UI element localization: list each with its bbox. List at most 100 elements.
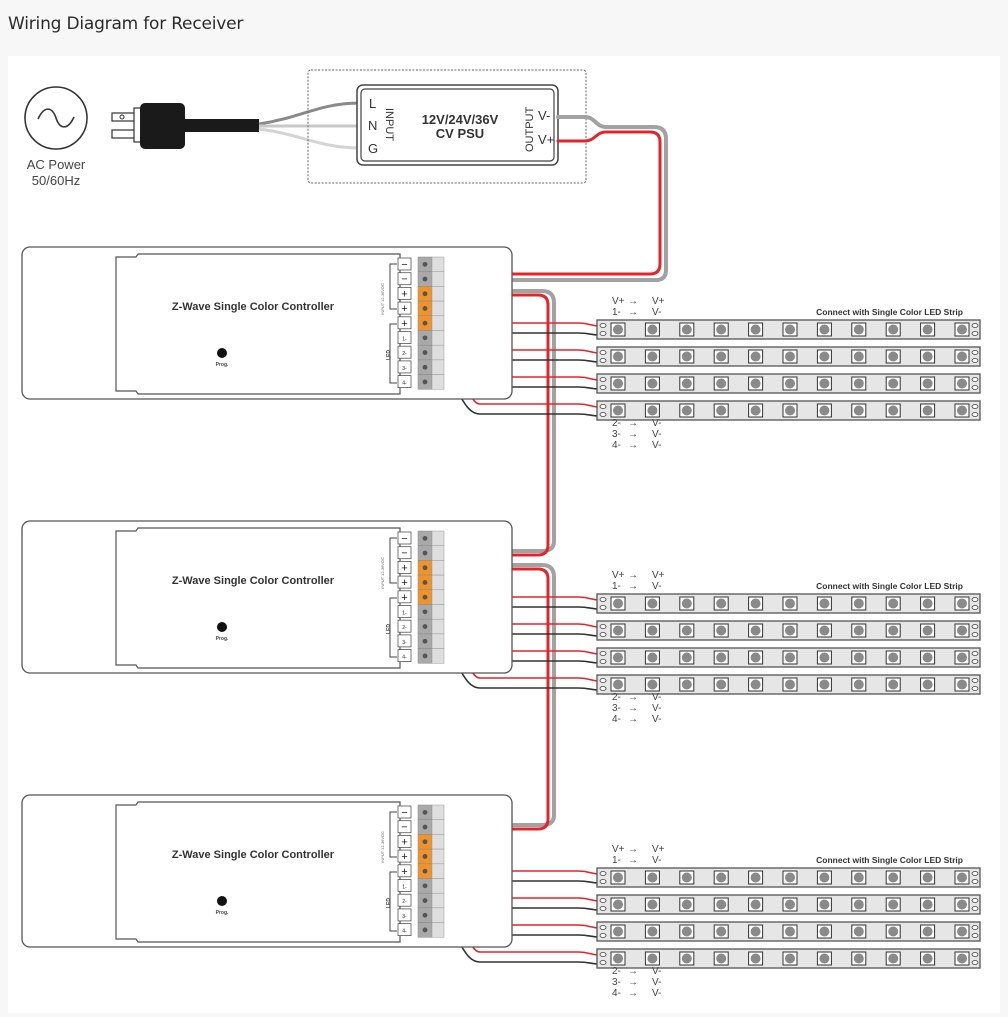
terminal-label-box bbox=[397, 649, 412, 662]
input-group-label: INPUT 12-36VDC bbox=[380, 283, 385, 315]
led-strip bbox=[596, 948, 981, 969]
terminal-screw-icon bbox=[422, 653, 428, 659]
psu-title-line1: 12V/24V/36V bbox=[422, 112, 499, 127]
led-icon bbox=[853, 405, 864, 416]
psu-input-label: INPUT bbox=[383, 108, 395, 141]
led-icon bbox=[785, 872, 795, 883]
led-icon bbox=[613, 953, 623, 964]
led-icon bbox=[853, 351, 864, 362]
led-icon bbox=[716, 625, 727, 636]
input-group-label: INPUT 12-36VDC bbox=[380, 557, 385, 589]
mapping-arrow-icon: → bbox=[628, 307, 638, 318]
solder-pad bbox=[971, 358, 979, 363]
led-icon bbox=[681, 899, 692, 910]
mapping-from: 2- bbox=[612, 418, 621, 429]
solder-pad bbox=[599, 933, 607, 938]
led-icon bbox=[785, 652, 795, 663]
led-icon bbox=[681, 679, 692, 690]
mapping-to: V- bbox=[652, 855, 661, 866]
terminal-clamp bbox=[431, 804, 445, 820]
mapping-arrow-icon: → bbox=[628, 429, 638, 440]
solder-pad bbox=[971, 624, 979, 629]
mapping-arrow-icon: → bbox=[628, 844, 638, 855]
terminal-label-box bbox=[397, 908, 412, 922]
solder-pad bbox=[971, 404, 979, 409]
led-icon bbox=[613, 652, 623, 663]
led-icon bbox=[888, 598, 899, 609]
terminal-label-box bbox=[397, 316, 412, 330]
terminal-label-box bbox=[397, 575, 412, 589]
ac-wires bbox=[258, 101, 361, 150]
terminal-clamp bbox=[431, 545, 445, 561]
ac-label-line1: AC Power bbox=[27, 157, 86, 172]
led-icon bbox=[716, 652, 727, 663]
terminal-8: 3- bbox=[397, 633, 445, 649]
led-icon bbox=[750, 926, 761, 937]
mapping-from: 4- bbox=[612, 440, 621, 451]
prog-button-icon[interactable] bbox=[217, 622, 227, 632]
terminal-5: + bbox=[397, 315, 445, 331]
terminal-label: − bbox=[401, 274, 407, 286]
led-icon bbox=[853, 625, 864, 636]
terminal-label: 2- bbox=[402, 899, 407, 905]
solder-pad bbox=[599, 906, 607, 911]
solder-pad bbox=[971, 871, 979, 876]
controller-title: Z-Wave Single Color Controller bbox=[172, 849, 335, 861]
terminal-clamp bbox=[431, 848, 445, 865]
solder-pad bbox=[599, 952, 607, 957]
terminal-clamp bbox=[431, 300, 445, 317]
terminal-label: 4- bbox=[402, 929, 407, 935]
mapping-from: 1- bbox=[612, 307, 621, 318]
led-icon bbox=[853, 378, 864, 389]
led-icon bbox=[785, 926, 795, 937]
mapping-from: 3- bbox=[612, 429, 621, 440]
mapping-arrow-icon: → bbox=[628, 855, 638, 866]
terminal-label: + bbox=[401, 577, 407, 589]
led-icon bbox=[681, 953, 692, 964]
led-icon bbox=[957, 872, 967, 883]
terminal-clamp bbox=[431, 633, 445, 649]
prog-button-icon[interactable] bbox=[217, 896, 227, 906]
led-icon bbox=[819, 872, 830, 883]
terminal-clamp bbox=[431, 359, 445, 375]
terminal-clamp bbox=[431, 922, 445, 938]
solder-pad bbox=[971, 377, 979, 382]
wiring-diagram: AC Power 50/60Hz L N G INPUT 12V/24V/36V… bbox=[21, 69, 981, 999]
psu-terminal-l: L bbox=[369, 96, 376, 111]
terminal-label-box bbox=[397, 272, 412, 286]
led-icon bbox=[853, 953, 864, 964]
terminal-5: + bbox=[397, 589, 445, 605]
led-icon bbox=[647, 872, 658, 883]
led-icon bbox=[922, 324, 933, 335]
terminal-clamp bbox=[431, 618, 445, 635]
terminal-label: + bbox=[401, 851, 407, 863]
solder-pad bbox=[971, 597, 979, 602]
input-bracket bbox=[389, 811, 397, 858]
terminal-label: + bbox=[401, 592, 407, 604]
led-icon bbox=[922, 405, 933, 416]
terminal-clamp bbox=[431, 892, 445, 909]
mapping-arrow-icon: → bbox=[628, 440, 638, 451]
terminal-1: − bbox=[397, 256, 445, 272]
led-icon bbox=[750, 324, 761, 335]
solder-pad bbox=[599, 358, 607, 363]
led-icon bbox=[853, 899, 864, 910]
solder-pad bbox=[599, 605, 607, 610]
led-icon bbox=[716, 926, 727, 937]
terminal-screw-icon bbox=[422, 335, 428, 341]
terminal-clamp bbox=[431, 648, 445, 664]
terminal-label-box bbox=[397, 590, 412, 604]
led-icon bbox=[681, 378, 692, 389]
led-icon bbox=[681, 625, 692, 636]
prog-button-icon[interactable] bbox=[217, 348, 227, 358]
solder-pad bbox=[971, 952, 979, 957]
led-icon bbox=[647, 405, 658, 416]
led-icon bbox=[888, 652, 899, 663]
led-strip bbox=[596, 620, 981, 641]
led-icon bbox=[888, 405, 899, 416]
terminal-screw-icon bbox=[422, 624, 428, 629]
terminal-label-box bbox=[397, 360, 412, 374]
terminal-2: − bbox=[397, 545, 445, 561]
led-strip bbox=[596, 894, 981, 915]
led-icon bbox=[922, 679, 933, 690]
